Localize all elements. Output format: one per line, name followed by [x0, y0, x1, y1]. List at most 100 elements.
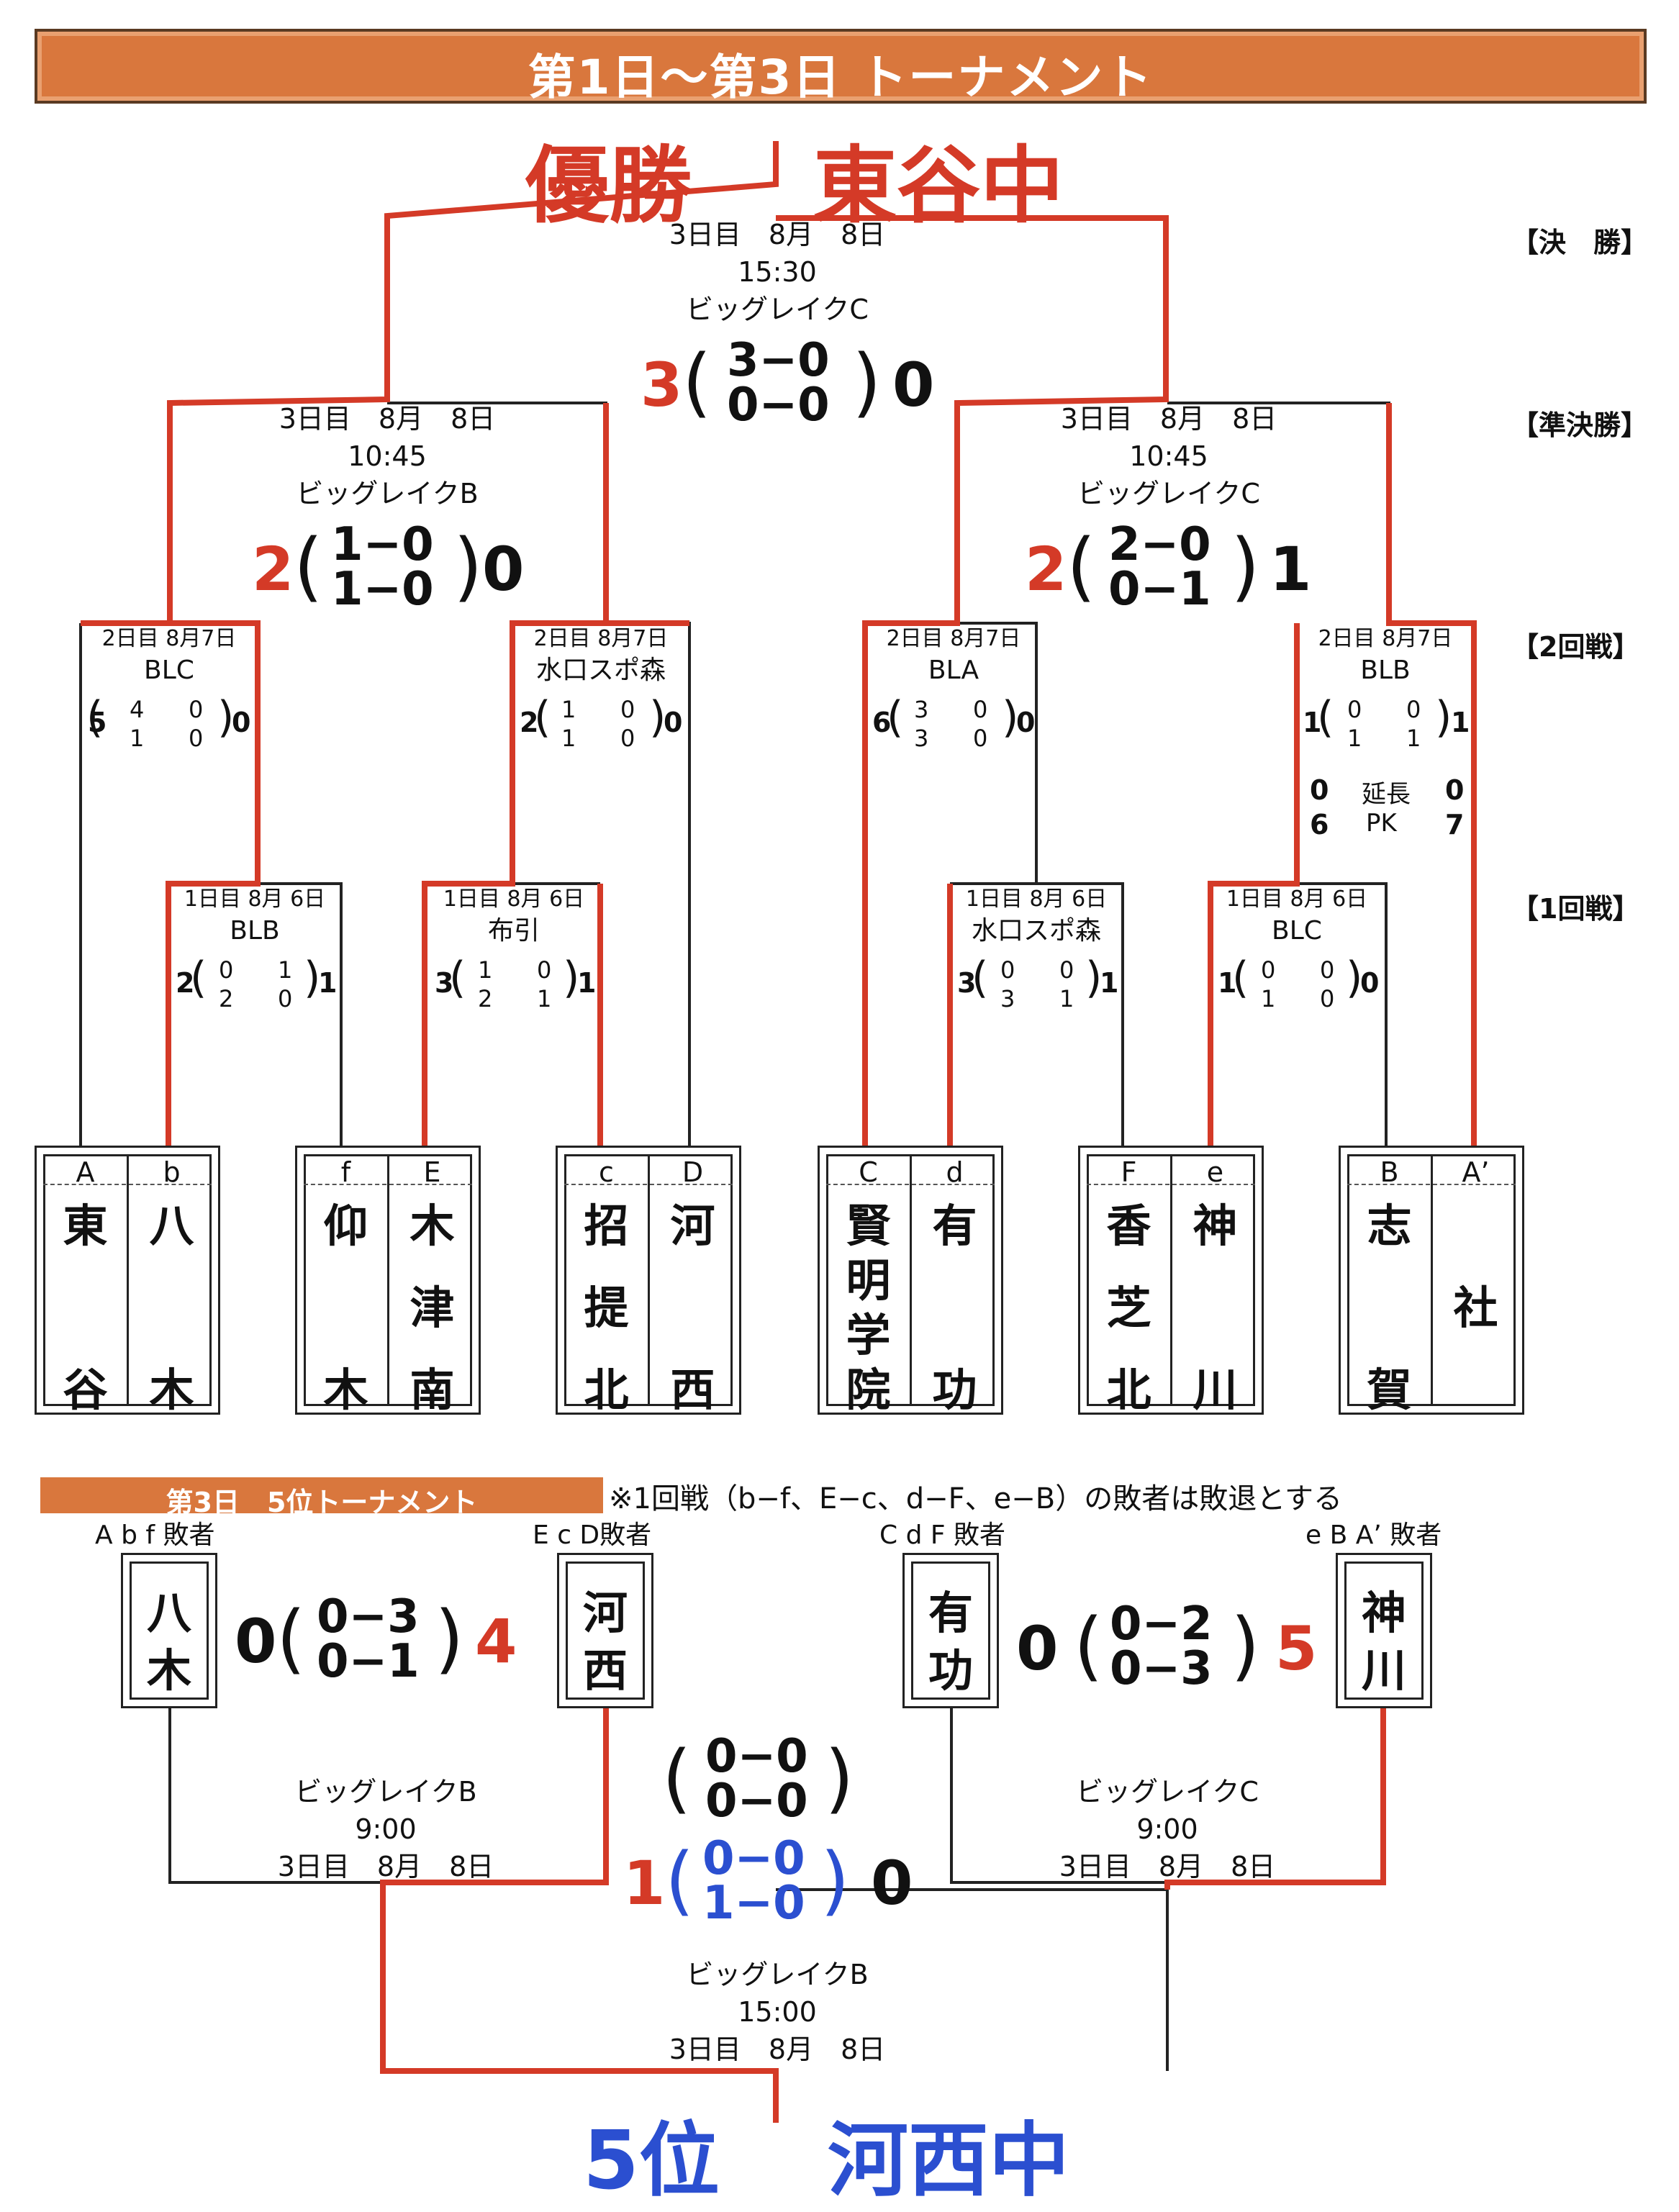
r2-4-ex-right: 0 — [1445, 774, 1465, 806]
team-name-char: 木 — [323, 1364, 368, 1416]
inner — [1344, 1561, 1424, 1700]
fifth-m2-right: 5 — [1275, 1613, 1318, 1684]
r2-3-b1: 0 — [973, 696, 988, 723]
inner — [911, 1561, 990, 1700]
r1-3-line-left — [950, 882, 1124, 1146]
team-letter: D — [682, 1156, 704, 1188]
semi-left-half2: 1−0 — [331, 563, 434, 616]
fifth-m2-left: 0 — [1016, 1613, 1059, 1684]
title-banner: 第1日～第3日 トーナメント — [35, 29, 1647, 105]
fifth-note: ※1回戦（b−f、E−c、d−F、e−B）の敗者は敗退とする — [609, 1482, 1343, 1515]
r1-match-2: 1日目 8月 6日 布引 3 ( 1 0 2 1 ) 1 — [427, 884, 600, 1042]
loser-char: 八 — [146, 1587, 191, 1639]
r1-4-a2: 1 — [1261, 985, 1276, 1012]
paren-close: ) — [1346, 953, 1363, 1003]
team-name-char: 賀 — [1367, 1364, 1412, 1416]
mid — [910, 1154, 912, 1406]
fifth-m1-halves: 0−3 0−1 — [317, 1594, 420, 1685]
r2-4-a1: 0 — [1347, 696, 1362, 723]
team-name-char: 東 — [63, 1200, 108, 1252]
r2-4-pk-label: PK — [1366, 809, 1397, 838]
semi-left-venue: ビッグレイクB — [296, 478, 479, 509]
final-right-score: 0 — [892, 350, 935, 420]
team-name-char: 学 — [846, 1309, 891, 1361]
r2-3-a1: 3 — [914, 696, 929, 723]
paren-open: ( — [86, 692, 104, 743]
r2-3-right: 0 — [1016, 707, 1036, 738]
r2-match-1: 2日目 8月7日 BLC 5 ( 4 0 1 0 ) 0 — [81, 623, 258, 781]
team-letter: d — [946, 1156, 964, 1188]
r2-3-a2: 3 — [914, 725, 929, 752]
r2-2-right: 0 — [664, 707, 683, 738]
label-semi: 【準決勝】 — [1511, 409, 1649, 441]
fifth-final-extra-halves: 0−0 0−0 — [705, 1733, 808, 1824]
fifth-m2-halves: 0−2 0−3 — [1110, 1597, 1213, 1692]
team-name-char: 芝 — [1106, 1282, 1151, 1334]
r1-4-venue: BLC — [1272, 916, 1322, 946]
r1-3-date: 1日目 8月 6日 — [965, 887, 1108, 912]
paren-open: ( — [449, 953, 466, 1003]
final-half1: 3−0 — [727, 334, 830, 387]
fifth-group-4: e B A’ 敗者 — [1305, 1520, 1442, 1550]
mid — [127, 1154, 129, 1406]
paren-open: ( — [1317, 692, 1334, 743]
inner — [566, 1561, 645, 1700]
r1-2-a1: 1 — [478, 956, 493, 984]
win-fifth-m2 — [1164, 1708, 1386, 1890]
team-pair-1: A 東 谷 b 八 木 — [35, 1146, 220, 1416]
r2-match-3: 2日目 8月7日 BLA 6 ( 3 0 3 0 ) 0 — [865, 623, 1042, 781]
fifth-m1-right: 4 — [475, 1606, 517, 1677]
paren-open: ( — [887, 692, 904, 743]
team-name-char: 賢 — [846, 1200, 891, 1252]
r2-4-ex-label: 延長 — [1362, 780, 1411, 809]
team-name-char: 西 — [670, 1364, 715, 1416]
loser-char: 神 — [1361, 1587, 1406, 1639]
semi-left-right: 0 — [482, 534, 525, 604]
label-r2: 【2回戦】 — [1511, 631, 1640, 663]
r2-4-ex-left: 0 — [1310, 774, 1329, 806]
r1-1-b1: 1 — [278, 956, 293, 984]
fifth-m2-left — [950, 1708, 1167, 1884]
team-pair-2: f 仰 木 E 木 津 南 — [295, 1146, 481, 1416]
final-info: 3日目 8月 8日 15:30 ビッグレイクC — [619, 216, 936, 328]
r2-4-venue: BLB — [1360, 656, 1411, 685]
champion-label: 優勝 — [525, 137, 692, 235]
r2-4-right: 1 — [1451, 707, 1470, 738]
team-letter: A’ — [1462, 1156, 1490, 1188]
r1-4-right: 0 — [1360, 967, 1380, 999]
fifth-m2-h1: 0−2 — [1110, 1597, 1213, 1651]
r1-1-left: 2 — [176, 967, 195, 999]
r2-4-left: 1 — [1303, 707, 1322, 738]
mid — [1170, 1154, 1172, 1406]
hdrline — [1347, 1184, 1516, 1185]
paren-open: ( — [276, 1595, 306, 1682]
fifth-final-score: 1 ( 0−0 1−0 ) 0 — [623, 1836, 954, 1937]
mid — [387, 1154, 389, 1406]
champion-team: 東谷中 — [813, 137, 1064, 235]
r2-2-a1: 1 — [561, 696, 576, 723]
loser-char: 木 — [146, 1644, 191, 1697]
fifth-m1-score: 0 ( 0−3 0−1 ) 4 — [235, 1594, 537, 1695]
r1-2-left: 3 — [435, 967, 454, 999]
hdrline — [826, 1184, 995, 1185]
team-name-char: 木 — [149, 1364, 194, 1416]
paren-open: ( — [662, 1734, 692, 1822]
r2-2-b2: 0 — [620, 725, 635, 752]
r1-1-venue: BLB — [230, 916, 280, 946]
mid — [648, 1154, 650, 1406]
r2-2-left: 2 — [520, 707, 539, 738]
final-date: 3日目 8月 8日 — [669, 219, 886, 250]
r1-match-4: 1日目 8月 6日 BLC 1 ( 0 0 1 0 ) 0 — [1210, 884, 1383, 1042]
r2-1-date: 2日目 8月7日 — [101, 626, 237, 651]
semi-right-halves: 2−0 0−1 — [1108, 522, 1211, 612]
mid — [1431, 1154, 1433, 1406]
inner — [130, 1561, 209, 1700]
label-r1: 【1回戦】 — [1511, 893, 1640, 925]
semi-right-paren-open: ( — [1067, 522, 1096, 610]
hdrline — [564, 1184, 733, 1185]
semi-left-date: 3日目 8月 8日 — [279, 403, 496, 435]
semi-right-time: 10:45 — [1129, 440, 1208, 472]
r1-4-a1: 0 — [1261, 956, 1276, 984]
r1-1-date: 1日目 8月 6日 — [184, 887, 326, 912]
